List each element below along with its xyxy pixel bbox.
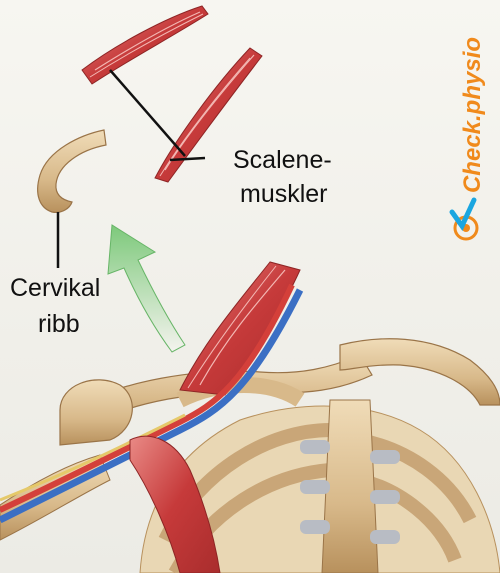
pectoral-muscle (129, 435, 221, 573)
subclavian-vessels (0, 283, 304, 524)
scalene-pointer (109, 69, 206, 162)
brand-logo-icon (449, 197, 479, 241)
label-cervical-line1: Cervikal (10, 274, 101, 302)
brand-watermark: Check.physio (456, 10, 490, 220)
label-cervical-line2: ribb (38, 310, 80, 338)
cervical-rib (37, 129, 107, 213)
label-scalene-line2: muskler (240, 180, 328, 208)
label-scalene-line1: Scalene- (233, 146, 332, 174)
brand-text: Check.physio (459, 36, 486, 194)
scalene-muscle-lower (154, 47, 263, 183)
neck-muscles (179, 261, 301, 396)
green-arrow (107, 224, 186, 353)
scalene-muscle-upper (81, 5, 209, 85)
